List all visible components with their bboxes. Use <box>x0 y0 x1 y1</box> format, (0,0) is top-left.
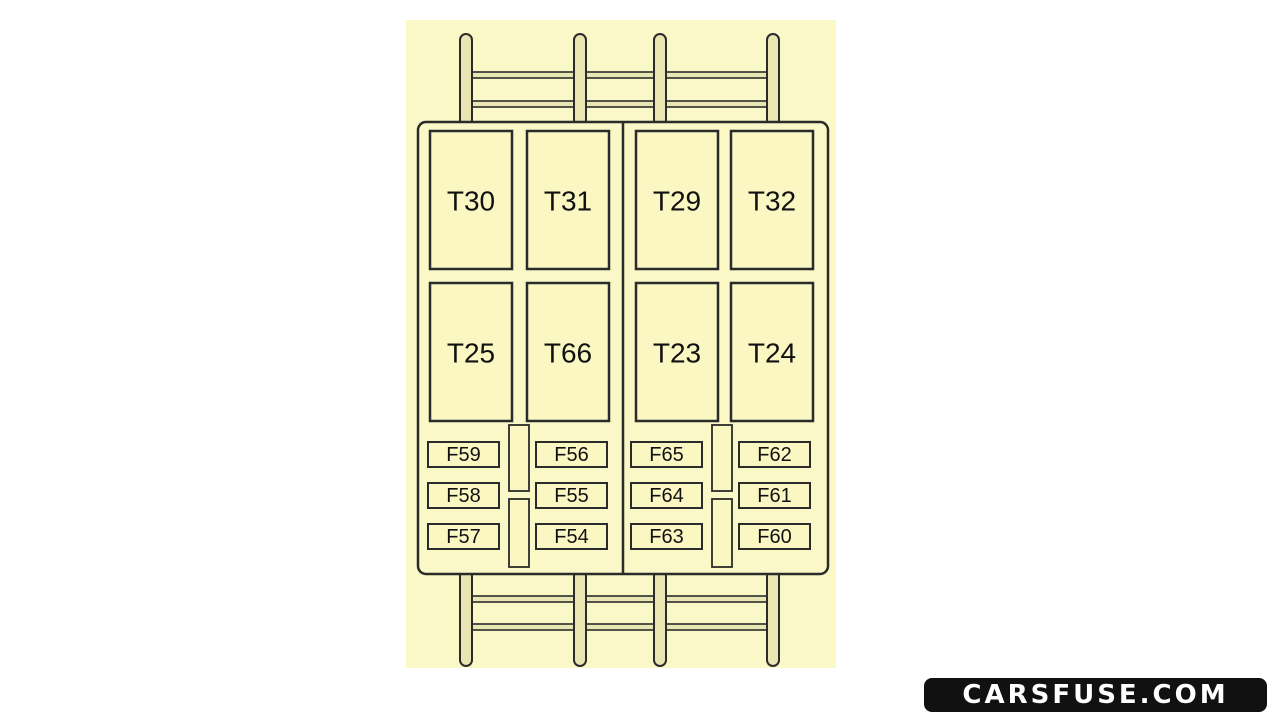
fuse-slot <box>535 482 608 509</box>
rail-post-top <box>573 33 587 127</box>
fuse-label: F61 <box>757 485 791 507</box>
fuse-f59: F59 <box>427 441 500 468</box>
fuse-slot <box>738 482 811 509</box>
relay-label: T31 <box>544 186 592 217</box>
rail-post-bottom <box>653 569 667 667</box>
fuse-f61: F61 <box>738 482 811 509</box>
relay-slot <box>729 281 815 423</box>
rail-crossbar <box>465 100 774 108</box>
relay-label: T30 <box>447 186 495 217</box>
fuse-f58: F58 <box>427 482 500 509</box>
fuse-label: F58 <box>446 485 480 507</box>
fuse-label: F54 <box>554 526 588 548</box>
spacer-slot <box>711 424 733 492</box>
fuse-f60: F60 <box>738 523 811 550</box>
rail-post-bottom <box>766 569 780 667</box>
fuse-f64: F64 <box>630 482 703 509</box>
fuse-slot <box>535 441 608 468</box>
rail-crossbar <box>465 595 774 603</box>
relay-t24: T24 <box>729 281 815 423</box>
relay-label: T23 <box>653 338 701 369</box>
rail-crossbar <box>465 71 774 79</box>
fuse-label: F55 <box>554 485 588 507</box>
rail-post-bottom <box>459 569 473 667</box>
relay-slot <box>525 129 611 271</box>
rail-post-top <box>653 33 667 127</box>
relay-slot <box>634 129 720 271</box>
fuse-slot <box>427 523 500 550</box>
fuse-slot <box>427 482 500 509</box>
watermark-text: CARSFUSE.COM <box>962 680 1229 710</box>
rail-post-top <box>459 33 473 127</box>
fuse-slot <box>535 523 608 550</box>
relay-slot <box>428 281 514 423</box>
relay-slot <box>634 281 720 423</box>
fuse-label: F60 <box>757 526 791 548</box>
fuse-label: F59 <box>446 444 480 466</box>
relay-t31: T31 <box>525 129 611 271</box>
fuse-label: F63 <box>649 526 683 548</box>
relay-label: T24 <box>748 338 796 369</box>
spacer-slot <box>508 498 530 568</box>
relay-t30: T30 <box>428 129 514 271</box>
relay-slot <box>729 129 815 271</box>
fuse-spacers <box>508 424 733 568</box>
fuse-label: F62 <box>757 444 791 466</box>
relay-label: T66 <box>544 338 592 369</box>
relay-label: T32 <box>748 186 796 217</box>
fuse-f57: F57 <box>427 523 500 550</box>
fuse-slot <box>630 441 703 468</box>
watermark-badge: CARSFUSE.COM <box>924 678 1267 712</box>
fuse-f55: F55 <box>535 482 608 509</box>
fuse-slot <box>427 441 500 468</box>
fuse-label: F57 <box>446 526 480 548</box>
spacer-slot <box>508 424 530 492</box>
rail-post-bottom <box>573 569 587 667</box>
spacer-slot <box>711 498 733 568</box>
rail-crossbar <box>465 623 774 631</box>
fuse-slot <box>630 482 703 509</box>
fuse-f56: F56 <box>535 441 608 468</box>
fuse-f54: F54 <box>535 523 608 550</box>
fuse-f63: F63 <box>630 523 703 550</box>
fuse-f65: F65 <box>630 441 703 468</box>
relay-label: T25 <box>447 338 495 369</box>
relay-slot <box>428 129 514 271</box>
relay-t32: T32 <box>729 129 815 271</box>
relay-t29: T29 <box>634 129 720 271</box>
relay-t25: T25 <box>428 281 514 423</box>
fuse-label: F65 <box>649 444 683 466</box>
fuse-slot <box>738 441 811 468</box>
fuse-label: F56 <box>554 444 588 466</box>
relay-t23: T23 <box>634 281 720 423</box>
relay-slot <box>525 281 611 423</box>
rail-post-top <box>766 33 780 127</box>
relay-label: T29 <box>653 186 701 217</box>
fuse-slot <box>738 523 811 550</box>
relay-t66: T66 <box>525 281 611 423</box>
fuse-slot <box>630 523 703 550</box>
fuse-label: F64 <box>649 485 683 507</box>
fuse-f62: F62 <box>738 441 811 468</box>
